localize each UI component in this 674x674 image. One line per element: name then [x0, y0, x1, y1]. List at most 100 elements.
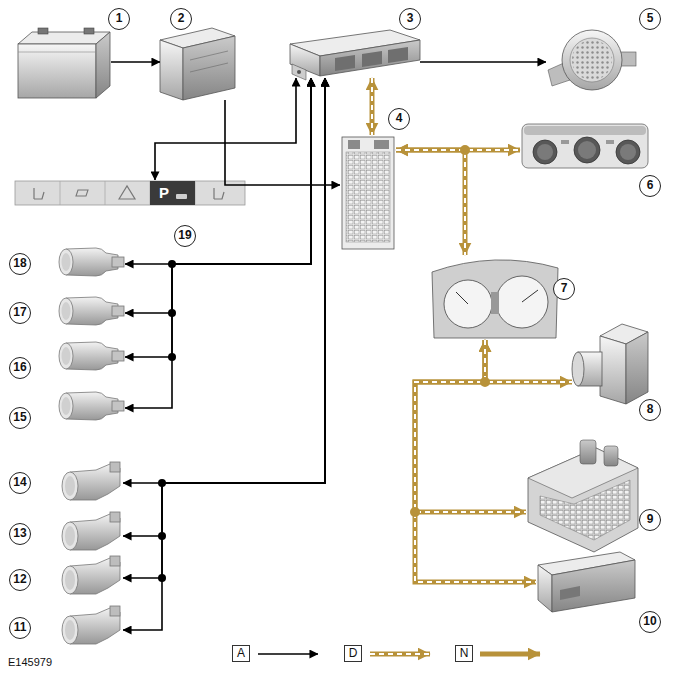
- cluster-display: [491, 292, 499, 314]
- bus-line: [415, 340, 526, 512]
- battery-top: [18, 32, 110, 44]
- cluster-needle: [456, 292, 468, 304]
- hardwired-line: [258, 653, 318, 655]
- cluster-dial: [444, 280, 492, 328]
- connector: [415, 340, 526, 512]
- valve-channels: [540, 480, 630, 540]
- rear-sensor: [62, 512, 120, 550]
- component: 9: [526, 440, 640, 552]
- component: 16: [59, 338, 125, 376]
- connector: [396, 150, 520, 151]
- bus-dash: [396, 149, 520, 151]
- rear-sensor: [62, 556, 120, 594]
- junction-dot: [168, 309, 176, 317]
- button-legend: P: [159, 184, 169, 201]
- junction-connector: [374, 140, 389, 149]
- callout-number: 8: [639, 399, 661, 421]
- junction-box: [342, 137, 394, 249]
- hardwired-line: [123, 78, 325, 483]
- hardwired-line: [125, 78, 311, 313]
- abs-motor-end: [572, 352, 584, 386]
- component: 17: [59, 292, 125, 332]
- legend-sample: [258, 654, 318, 655]
- callout-number: 9: [639, 509, 661, 531]
- component: 14: [59, 458, 123, 506]
- front-sensor: [59, 392, 124, 420]
- component: 12: [59, 555, 123, 599]
- hardwired-line: [123, 78, 325, 630]
- switch-divider: [60, 181, 61, 205]
- valve-solenoid: [580, 440, 596, 464]
- module-tab: [292, 64, 306, 80]
- abs-side: [626, 332, 648, 404]
- battery-terminal: [38, 28, 48, 34]
- connector: [125, 78, 311, 357]
- callout-number: 13: [9, 523, 31, 545]
- control-knob: [574, 137, 600, 163]
- module-connector: [388, 47, 408, 63]
- fusebox-front: [160, 40, 183, 100]
- callout-number: 1: [108, 8, 130, 30]
- cluster-dial: [496, 276, 548, 328]
- bus-line: [370, 78, 375, 135]
- legend-key: A: [232, 645, 250, 662]
- component: 8: [572, 322, 650, 406]
- component: 13: [59, 510, 123, 555]
- bus-line: [370, 652, 430, 657]
- callout-number: 7: [553, 278, 575, 300]
- junction-dot: [480, 377, 490, 387]
- battery-front: [18, 44, 96, 98]
- connector: [111, 62, 160, 63]
- callout-number: 18: [9, 253, 31, 275]
- bus-dash: [370, 653, 430, 655]
- hardwired-line: [225, 100, 340, 185]
- rear-sensor: [62, 606, 120, 644]
- junction-dot: [158, 532, 166, 540]
- component: 15: [59, 388, 125, 428]
- figure-id: E145979: [8, 656, 52, 668]
- switch-divider: [105, 181, 106, 205]
- bus-dash: [371, 78, 373, 135]
- control-knob-cap: [537, 144, 553, 160]
- legend-sample: [370, 654, 430, 655]
- callout-number: 12: [9, 569, 31, 591]
- connector: [155, 78, 296, 180]
- connector: [415, 340, 536, 582]
- connector: [123, 78, 325, 536]
- box-side: [552, 560, 635, 612]
- component: 11: [59, 602, 123, 648]
- callout-number: 19: [174, 225, 196, 247]
- hardwired-line: [125, 78, 311, 357]
- junction-dot: [410, 507, 420, 517]
- switch-pack: [15, 181, 245, 205]
- component: 18: [59, 243, 125, 283]
- control-knob: [533, 140, 557, 164]
- connector: [123, 78, 325, 578]
- connector: [125, 78, 311, 313]
- valve-solenoid: [604, 446, 618, 466]
- connector: [372, 78, 373, 135]
- hardwired-line: [123, 78, 325, 578]
- traction-icon: [76, 190, 88, 196]
- park-button: [150, 181, 195, 205]
- legend-sample: [480, 654, 540, 655]
- connector: [396, 150, 465, 255]
- hardwired-line: [111, 61, 160, 63]
- bus-line: [480, 652, 540, 657]
- bus-dash: [415, 340, 526, 512]
- callout-number: 6: [639, 175, 661, 197]
- component: 19: [15, 180, 245, 206]
- callout-number: 2: [170, 8, 192, 30]
- cluster-housing: [432, 260, 558, 338]
- callout-number: 15: [9, 407, 31, 429]
- callout-number: 17: [9, 302, 31, 324]
- box-front: [538, 565, 552, 612]
- bus-dash: [415, 340, 536, 582]
- control-knob: [616, 140, 640, 164]
- bus-line: [396, 150, 465, 255]
- component: 7: [430, 255, 560, 340]
- connector: [420, 62, 546, 63]
- module-connector: [335, 55, 355, 71]
- park-car-icon: [176, 194, 187, 199]
- bus-dash: [485, 340, 572, 382]
